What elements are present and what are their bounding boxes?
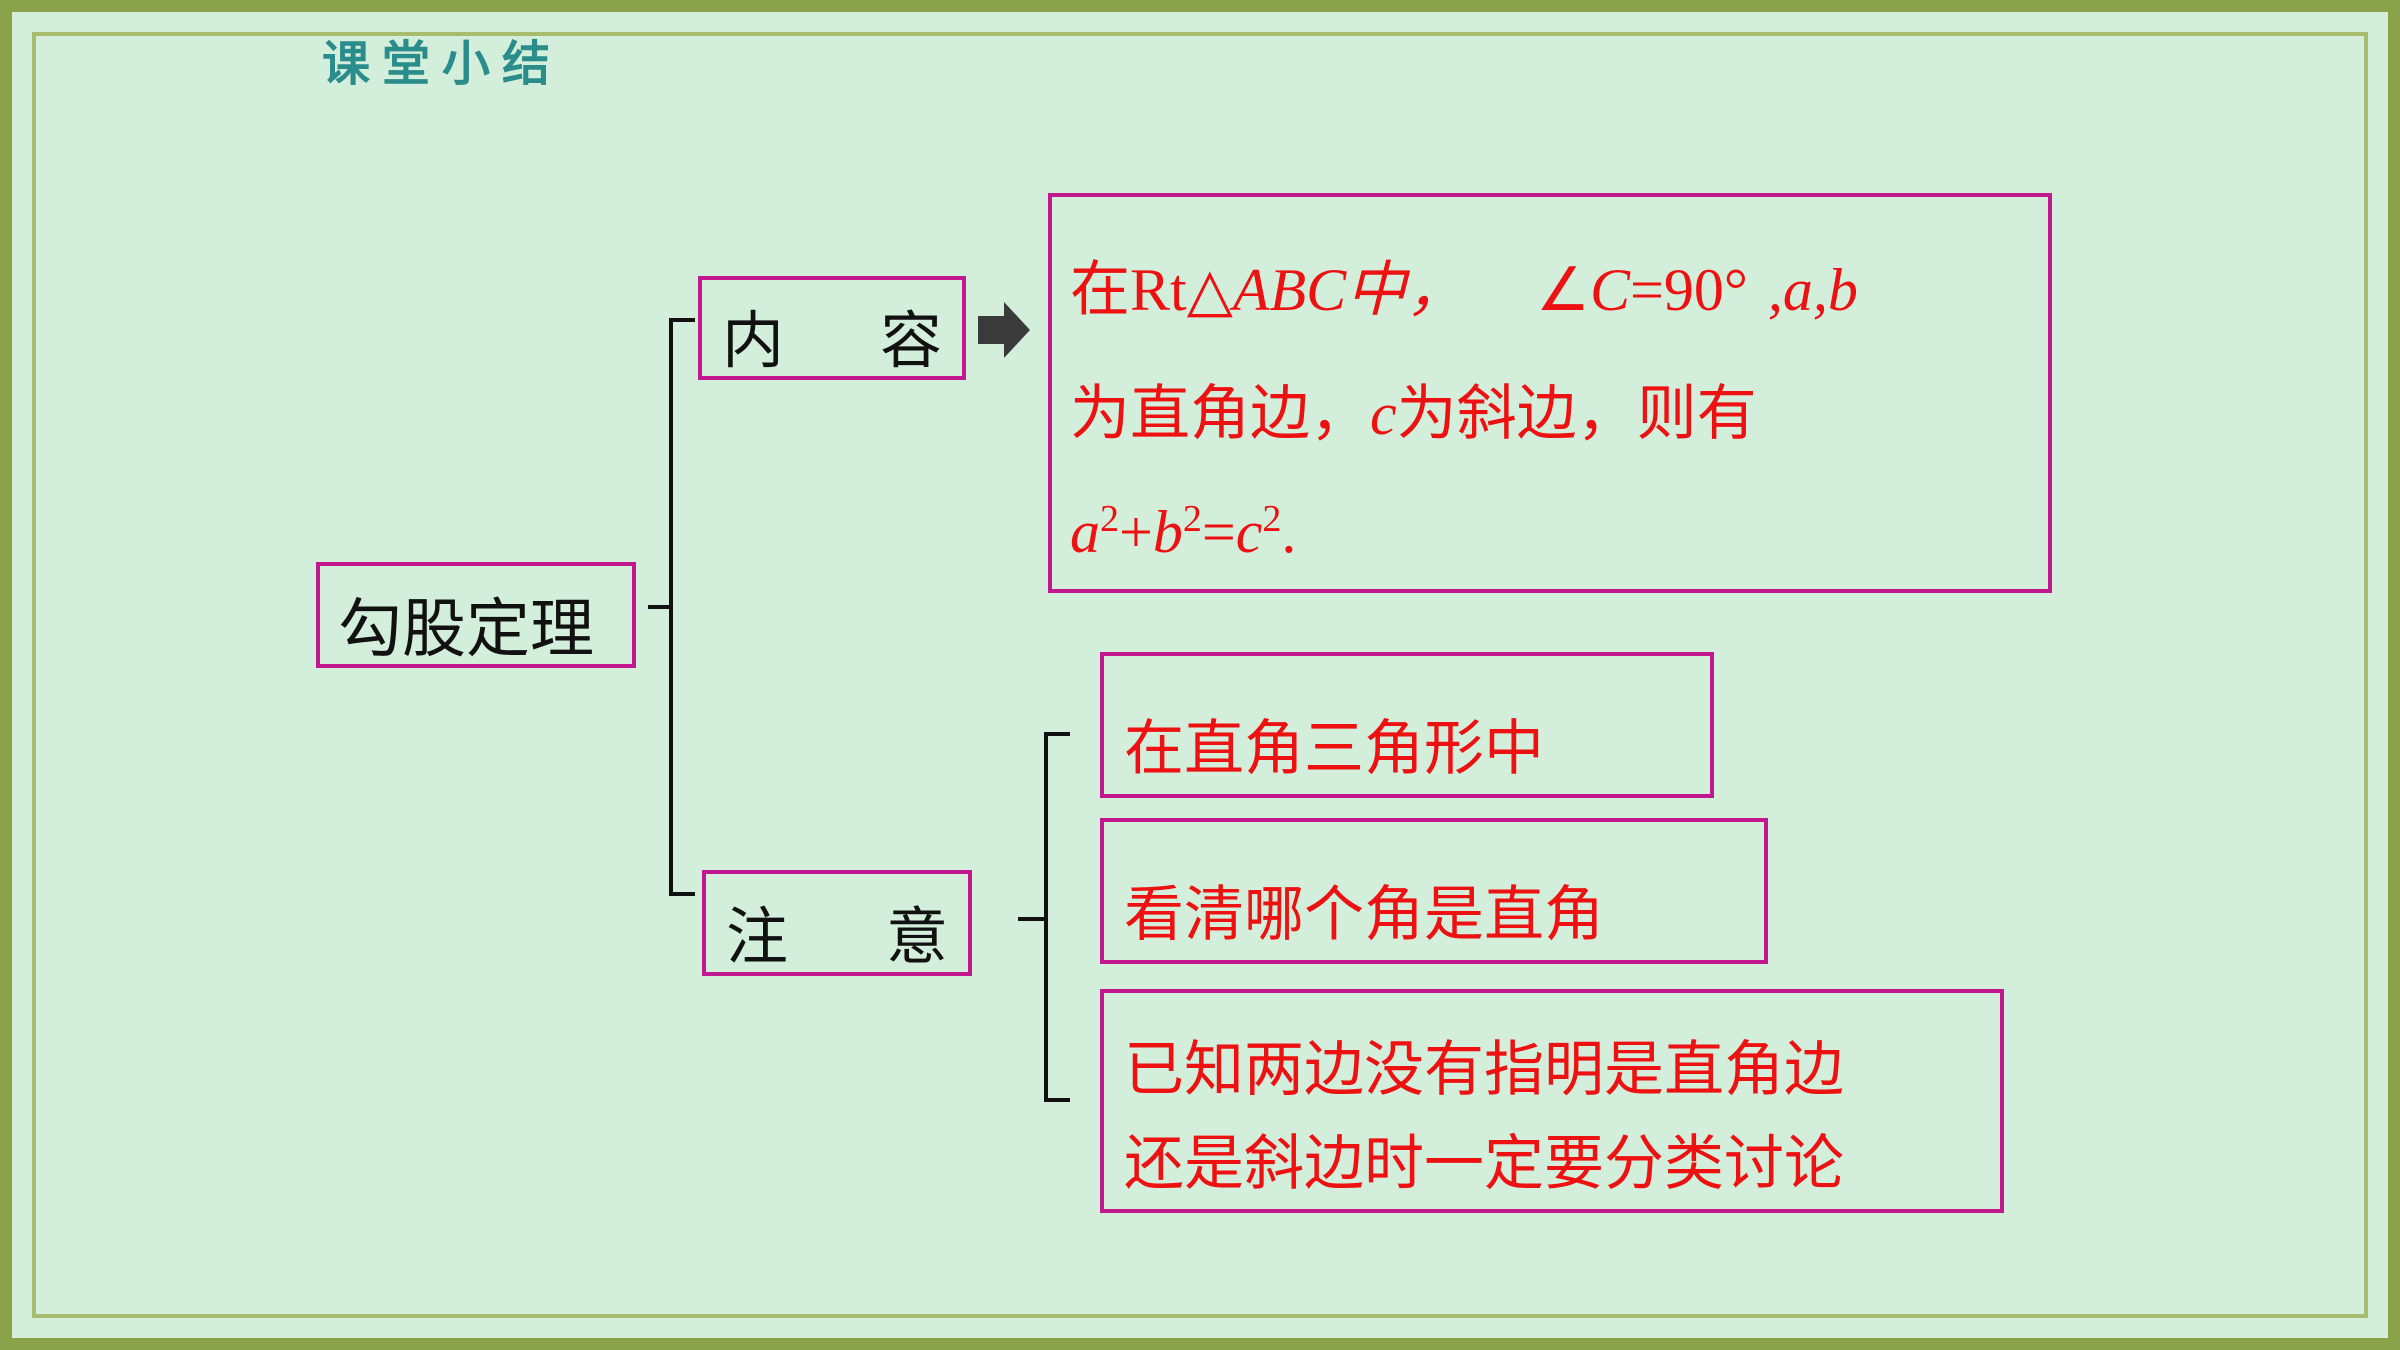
note-item-case-discussion: 已知两边没有指明是直角边 还是斜边时一定要分类讨论	[1100, 989, 2004, 1213]
content-box: 在Rt△ABC中，∠C=90°,a,b 为直角边，c为斜边，则有 a2+b2=c…	[1048, 193, 2052, 593]
main-bracket-vertical	[669, 318, 673, 896]
note-item-identify-right-angle: 看清哪个角是直角	[1100, 818, 1768, 964]
formula-c: c	[1235, 499, 1263, 565]
content-line2-c: c	[1370, 381, 1397, 447]
formula-equals: =	[1201, 499, 1236, 565]
note-item-3-line-1: 已知两边没有指明是直角边	[1124, 1035, 1844, 1105]
root-label: 勾股定理	[338, 593, 594, 667]
note-item-1-text: 在直角三角形中	[1124, 714, 1544, 784]
branch-note-char1: 注	[726, 900, 789, 973]
content-line1-c: C	[1589, 257, 1630, 323]
note-bracket-bottom	[1044, 1098, 1070, 1102]
formula-b: b	[1152, 499, 1183, 565]
arrow-right-icon	[978, 302, 1030, 358]
formula-plus: +	[1119, 499, 1153, 565]
branch-content-char1: 内	[722, 304, 785, 377]
formula-exp-2: 2	[1182, 498, 1202, 540]
note-bracket-stub	[1018, 917, 1047, 921]
formula-exp-3: 2	[1262, 498, 1282, 540]
content-line-1: 在Rt△ABC中， ∠C=90° ,a,b	[1070, 241, 1858, 328]
pythagorean-formula: a2+b2=c2.	[1070, 497, 1296, 567]
content-line1-ab: ,a,b	[1767, 257, 1858, 323]
content-line2-prefix: 为直角边，	[1070, 379, 1370, 449]
content-line1-abc: ABC	[1232, 257, 1347, 323]
content-line1-mid: 中，	[1346, 255, 1467, 325]
branch-note-char2: 意	[886, 900, 949, 973]
branch-note-node: 注 意	[702, 870, 972, 976]
main-bracket-top	[669, 318, 695, 322]
slide-inner-border	[32, 32, 2368, 1318]
main-bracket-stub	[648, 605, 672, 609]
note-item-right-triangle: 在直角三角形中	[1100, 652, 1714, 798]
content-line1-eq: =90°	[1630, 257, 1748, 323]
branch-content-node: 内 容	[698, 276, 966, 380]
formula-exp-1: 2	[1100, 498, 1119, 540]
formula-period: .	[1281, 499, 1297, 565]
content-line-2: 为直角边，c为斜边，则有	[1070, 365, 1757, 452]
note-bracket-vertical	[1044, 732, 1048, 1102]
content-line1-angle: ∠	[1536, 257, 1590, 323]
formula-a: a	[1070, 499, 1100, 565]
note-item-2-text: 看清哪个角是直角	[1124, 880, 1604, 950]
note-bracket-top	[1044, 732, 1070, 736]
content-line2-suffix: 为斜边，则有	[1396, 379, 1757, 449]
branch-content-char2: 容	[880, 304, 943, 377]
main-bracket-bottom	[669, 892, 695, 896]
content-line1-prefix: 在Rt△	[1070, 257, 1233, 323]
root-node: 勾股定理	[316, 562, 636, 668]
slide-title: 课堂小结	[322, 36, 563, 92]
note-item-3-line-2: 还是斜边时一定要分类讨论	[1124, 1129, 1844, 1199]
